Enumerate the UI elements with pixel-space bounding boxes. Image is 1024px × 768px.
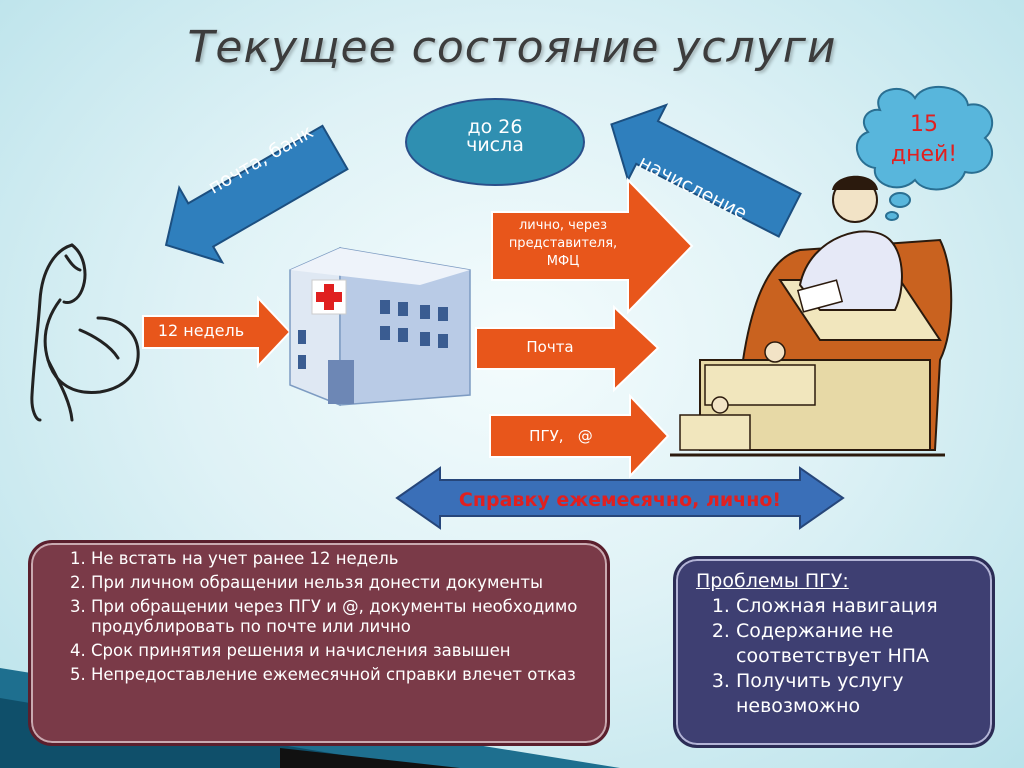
in-person-line1: лично, через — [519, 218, 607, 233]
list-item: Получить услугу невозможно — [736, 669, 976, 719]
page-title: Текущее состояние услуги — [187, 22, 837, 73]
mail-label: Почта — [526, 338, 574, 356]
list-item: Сложная навигация — [736, 594, 976, 619]
accrual-arrow — [610, 103, 802, 238]
banner-arrow — [395, 466, 845, 530]
in-person-line3: МФЦ — [546, 254, 580, 269]
deadline-oval: до 26 числа — [405, 98, 585, 186]
bureaucrat-desk-illustration — [670, 175, 953, 457]
pregnant-woman-silhouette — [30, 243, 140, 422]
thought-cloud — [855, 85, 994, 221]
mail-arrow — [475, 304, 660, 393]
weeks-arrow — [142, 295, 292, 369]
banner-text: Справку ежемесячно, лично! — [458, 489, 782, 511]
pgu-problems-title: Проблемы ПГУ: — [696, 570, 849, 592]
pgu-problems-panel: Проблемы ПГУ: Сложная навигация Содержан… — [673, 556, 995, 748]
problems-list: Не встать на учет ранее 12 недель При ли… — [51, 549, 587, 685]
list-item: При личном обращении нельзя донести доку… — [91, 573, 587, 593]
post-bank-arrow — [164, 124, 349, 264]
list-item: Непредоставление ежемесячной справки вле… — [91, 665, 587, 685]
cloud-text: 15 дней! — [878, 110, 970, 170]
pgu-arrow — [489, 393, 670, 479]
weeks-label: 12 недель — [157, 321, 245, 340]
oval-line1: до 26 — [467, 116, 523, 138]
pgu-problems-list: Сложная навигация Содержание не соответс… — [696, 594, 976, 719]
hospital-building-icon — [289, 246, 471, 407]
list-item: При обращении через ПГУ и @, документы н… — [91, 597, 587, 637]
problems-list-panel: Не встать на учет ранее 12 недель При ли… — [28, 540, 610, 746]
list-item: Содержание не соответствует НПА — [736, 619, 976, 669]
pgu-label: ПГУ, @ — [529, 427, 593, 445]
list-item: Срок принятия решения и начисления завыш… — [91, 641, 587, 661]
list-item: Не встать на учет ранее 12 недель — [91, 549, 587, 569]
in-person-label: лично, через представителя, МФЦ — [498, 217, 628, 271]
cloud-line2: дней! — [890, 142, 958, 167]
oval-line2: числа — [466, 134, 524, 156]
in-person-arrow — [491, 177, 694, 315]
in-person-line2: представителя, — [508, 236, 618, 251]
cloud-line1: 15 — [910, 112, 938, 137]
